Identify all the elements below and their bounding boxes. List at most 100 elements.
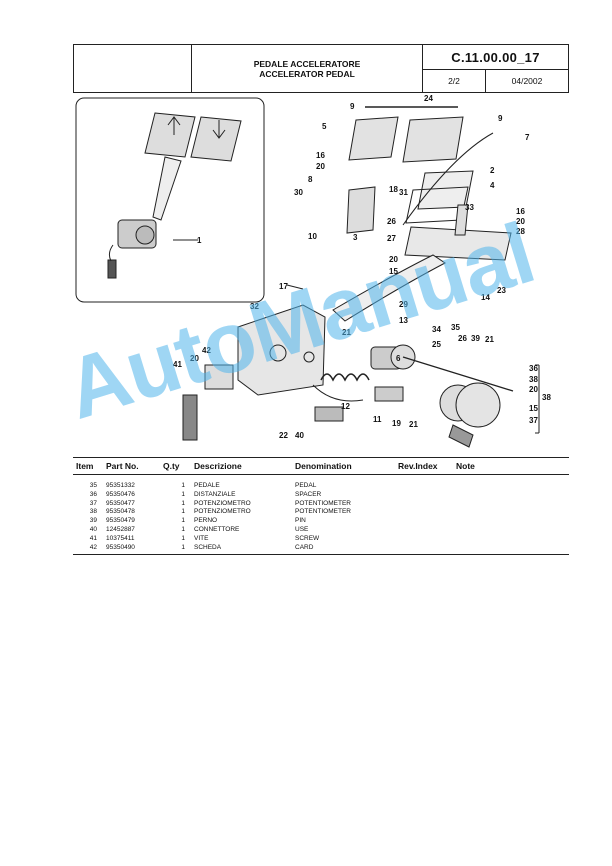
callout: 38 [529, 375, 538, 384]
callout: 25 [432, 340, 441, 349]
table-row: 42 95350490 1 SCHEDA CARD [73, 544, 569, 553]
sensor-housing [182, 304, 364, 441]
callout: 18 [389, 185, 398, 194]
callout: 22 [279, 431, 288, 440]
callout: 5 [322, 122, 327, 131]
inset-pedal-assembly [107, 112, 242, 279]
table-row: 35 95351332 1 PEDALE PEDAL [73, 482, 569, 491]
spring-and-shaft [314, 344, 514, 422]
callout: 35 [451, 323, 460, 332]
document-date: 04/2002 [511, 76, 543, 86]
header-note: Note [456, 461, 475, 471]
table-row: 40 12452887 1 CONNETTORE USE [73, 526, 569, 535]
table-row: 39 95350479 1 PERNO PIN [73, 517, 569, 526]
table-row: 37 95350477 1 POTENZIOMETRO POTENTIOMETE… [73, 500, 569, 509]
callout: 17 [279, 282, 288, 291]
callout: 21 [342, 328, 351, 337]
callout: 14 [481, 293, 490, 302]
cell-denomination: CARD [295, 543, 314, 551]
callout: 16 [316, 151, 325, 160]
exploded-parts-diagram: 1 9 24 9 5 7 16 20 2 8 18 31 4 30 33 16 … [75, 95, 551, 448]
cell-descrizione: CONNETTORE [194, 525, 240, 533]
cell-denomination: POTENTIOMETER [295, 499, 351, 507]
cell-item: 37 [89, 499, 97, 507]
cell-qty: 1 [181, 543, 185, 551]
callout: 38 [542, 393, 551, 402]
callout: 2 [490, 166, 495, 175]
cell-descrizione: PERNO [194, 517, 218, 525]
parts-table: Item Part No. Q.ty Descrizione Denominat… [73, 457, 569, 556]
cell-part-no: 95350476 [106, 490, 135, 498]
callout: 34 [432, 325, 441, 334]
header-qty: Q.ty [163, 461, 180, 471]
cell-descrizione: POTENZIOMETRO [194, 508, 251, 516]
cell-part-no: 95350478 [106, 508, 135, 516]
cell-part-no: 10375411 [106, 534, 135, 542]
callout: 28 [516, 227, 525, 236]
callout: 30 [294, 188, 303, 197]
callout: 20 [529, 385, 538, 394]
cell-part-no: 95350477 [106, 499, 135, 507]
cell-qty: 1 [181, 482, 185, 489]
header-descrizione: Descrizione [194, 461, 242, 471]
cell-descrizione: DISTANZIALE [194, 490, 236, 498]
header-part-no: Part No. [106, 461, 139, 471]
title-english: ACCELERATOR PEDAL [259, 68, 355, 79]
cell-descrizione: POTENZIOMETRO [194, 499, 251, 507]
potentiometer-assembly [439, 364, 540, 448]
logo-cell [74, 45, 192, 92]
cell-item: 39 [89, 517, 97, 525]
cell-qty: 1 [181, 534, 185, 542]
cell-part-no: 95351332 [106, 482, 135, 489]
callout: 23 [497, 286, 506, 295]
callout: 15 [529, 404, 538, 413]
cell-denomination: POTENTIOMETER [295, 508, 351, 516]
callout: 26 [458, 334, 467, 343]
callout: 20 [389, 255, 398, 264]
cell-qty: 1 [181, 525, 185, 533]
header-item: Item [76, 461, 94, 471]
callout: 8 [308, 175, 313, 184]
header-rev-index: Rev.Index [398, 461, 438, 471]
cell-denomination: PIN [295, 517, 306, 525]
cell-qty: 1 [181, 499, 185, 507]
cell-denomination: PEDAL [295, 482, 317, 489]
page-number: 2/2 [423, 70, 486, 92]
callout: 24 [424, 95, 433, 103]
cell-descrizione: PEDALE [194, 482, 220, 489]
document-code: C.11.00.00_17 [423, 45, 568, 70]
table-row: 36 95350476 1 DISTANZIALE SPACER [73, 491, 569, 500]
callout: 9 [498, 114, 503, 123]
callout: 33 [465, 203, 474, 212]
callout: 6 [396, 354, 401, 363]
callout: 27 [387, 234, 396, 243]
callout: 29 [399, 300, 408, 309]
callout: 31 [399, 188, 408, 197]
callout: 36 [529, 364, 538, 373]
callout: 3 [353, 233, 358, 242]
pedal-lever [332, 254, 446, 322]
callout: 42 [202, 346, 211, 355]
cell-descrizione: SCHEDA [194, 543, 222, 551]
cell-item: 41 [89, 534, 97, 542]
title-cell: PEDALE ACCELERATORE ACCELERATOR PEDAL [192, 45, 423, 92]
cell-part-no: 95350490 [106, 543, 135, 551]
title-italian: PEDALE ACCELERATORE [253, 58, 361, 69]
callout: 9 [350, 102, 355, 111]
callout: 41 [173, 360, 182, 369]
callout: 20 [190, 354, 199, 363]
callout: 21 [485, 335, 494, 344]
header-denomination: Denomination [295, 461, 352, 471]
callout: 21 [409, 420, 418, 429]
callout: 4 [490, 181, 495, 190]
callout: 20 [516, 217, 525, 226]
callout: 39 [471, 334, 480, 343]
cell-item: 38 [89, 508, 97, 516]
cell-denomination: SPACER [295, 490, 322, 498]
table-row: 41 10375411 1 VITE SCREW [73, 535, 569, 544]
callout: 26 [387, 217, 396, 226]
callout: 11 [373, 415, 382, 424]
mounting-plate [346, 186, 512, 261]
cell-item: 36 [89, 490, 97, 498]
inset-callout-1: 1 [197, 236, 202, 245]
